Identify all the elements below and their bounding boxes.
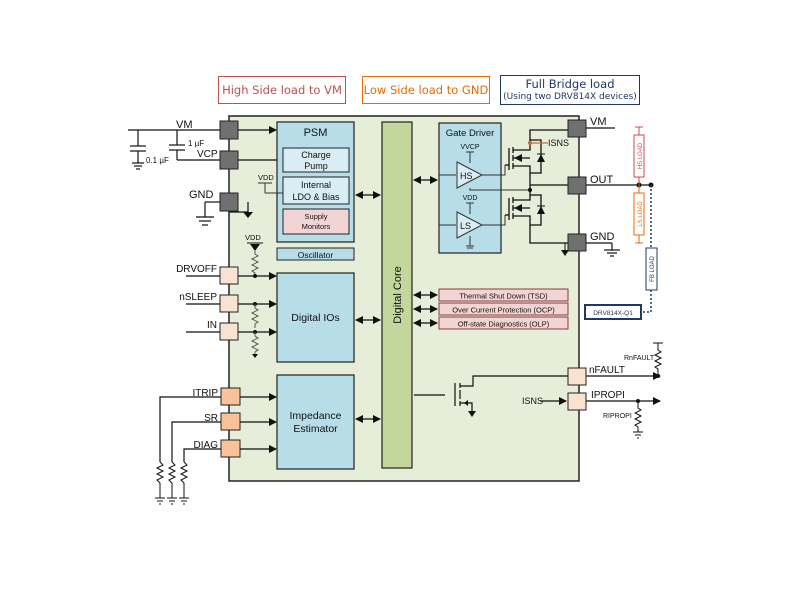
ldo-block xyxy=(282,176,350,205)
ldo-label-1: Internal xyxy=(301,180,331,190)
supply-network xyxy=(128,129,249,226)
label-vm-right: VM xyxy=(590,116,607,128)
vdd-label-2: VDD xyxy=(245,233,261,242)
supply-monitors-label-2: Monitors xyxy=(302,222,331,231)
oscillator-label: Oscillator xyxy=(298,250,334,260)
ls-driver-icon xyxy=(456,211,484,239)
isns-label-top: ISNS xyxy=(548,138,569,148)
label-gnd-right: GND xyxy=(590,231,615,243)
hs-driver-icon xyxy=(456,161,484,189)
pullup-resistor-drvoff xyxy=(250,251,260,276)
resistor-itrip xyxy=(155,461,165,498)
digital-ios-label: Digital IOs xyxy=(291,312,339,324)
pin-vm xyxy=(219,120,239,140)
fb-load: FB LOAD xyxy=(642,185,658,313)
vdd-gd-label: VDD xyxy=(463,195,478,202)
hs-load: HS LOAD xyxy=(633,126,645,185)
pulldown-resistor-nsleep xyxy=(250,304,260,328)
charge-pump-label-2: Pump xyxy=(304,161,328,171)
hs-load-label: HS LOAD xyxy=(638,142,644,169)
impedance-estimator-block xyxy=(276,374,355,470)
label-nfault: nFAULT xyxy=(589,365,625,376)
label-r-ipropi: RIPROPI xyxy=(603,413,632,420)
supply-monitors-label-1: Supply xyxy=(305,212,328,221)
oscillator-block xyxy=(276,247,355,261)
legend-high-side: High Side load to VM xyxy=(218,76,346,104)
label-cap-1uf: 1 µF xyxy=(188,139,204,148)
pin-label-itrip: ITRIP xyxy=(192,388,218,399)
supply-monitors-block xyxy=(282,208,350,235)
legend-high-side-label: High Side load to VM xyxy=(222,83,342,97)
ls-load-label: LS LOAD xyxy=(638,201,644,227)
vvcp-label: VVCP xyxy=(460,144,479,151)
fb-load-label: FB LOAD xyxy=(650,256,656,282)
pin-sr[interactable] xyxy=(220,412,241,431)
label-gnd: GND xyxy=(189,189,214,201)
label-isns-in: ISNS xyxy=(522,396,543,406)
r-nfault-resistor xyxy=(653,343,663,376)
impedance-label-1: Impedance xyxy=(290,410,342,422)
pin-drvoff[interactable] xyxy=(219,266,239,285)
label-out: OUT xyxy=(590,174,614,186)
olp-block xyxy=(438,316,569,330)
ldo-label-2: LDO & Bias xyxy=(292,192,340,202)
digital-core-label: Digital Core xyxy=(392,266,404,323)
hs-label: HS xyxy=(460,171,473,181)
charge-pump-block xyxy=(282,147,350,173)
pin-ipropi[interactable] xyxy=(567,392,587,411)
olp-label: Off-state Diagnostics (OLP) xyxy=(458,320,550,329)
digital-ios-block xyxy=(276,272,355,363)
label-vm: VM xyxy=(176,119,193,131)
vdd-label-1: VDD xyxy=(258,173,274,182)
label-cap-01uf: 0.1 µF xyxy=(146,156,169,165)
gate-driver-title: Gate Driver xyxy=(446,128,495,139)
legend-low-side: Low Side load to GND xyxy=(362,76,490,104)
resistor-diag xyxy=(179,461,189,498)
pin-itrip[interactable] xyxy=(220,387,241,406)
drv814x-box xyxy=(584,304,642,320)
label-r-nfault: RnFAULT xyxy=(624,355,655,362)
impedance-label-2: Estimator xyxy=(293,423,338,435)
ocp-label: Over Current Protection (OCP) xyxy=(452,306,555,315)
r-ipropi-resistor xyxy=(633,401,643,432)
pin-label-drvoff: DRVOFF xyxy=(176,264,217,275)
label-vcp: VCP xyxy=(197,149,218,160)
ground-arrow-icon xyxy=(243,212,253,218)
pin-label-diag: DIAG xyxy=(194,440,219,451)
pin-label-sr: SR xyxy=(204,413,218,424)
pin-diag[interactable] xyxy=(220,439,241,458)
pulldown-resistor-in xyxy=(250,332,260,354)
ls-mosfet-icon xyxy=(505,184,568,244)
pin-label-nsleep: nSLEEP xyxy=(179,292,217,303)
charge-pump-label-1: Charge xyxy=(301,150,331,160)
pin-vm-right xyxy=(567,119,587,138)
pin-label-in: IN xyxy=(207,320,217,331)
pin-gnd xyxy=(219,192,239,212)
label-ipropi: IPROPI xyxy=(591,390,625,401)
ls-label: LS xyxy=(460,221,471,231)
legend-full-bridge: Full Bridge load (Using two DRV814X devi… xyxy=(500,75,640,105)
tsd-label: Thermal Shut Down (TSD) xyxy=(459,292,548,301)
resistor-sr xyxy=(167,461,177,498)
nmos-ground-icon xyxy=(468,411,476,417)
tsd-block xyxy=(438,288,569,302)
ls-load: LS LOAD xyxy=(633,185,645,244)
legend-full-bridge-sublabel: (Using two DRV814X devices) xyxy=(503,92,637,102)
pin-nsleep[interactable] xyxy=(219,294,239,313)
psm-title: PSM xyxy=(304,127,328,139)
pin-in[interactable] xyxy=(219,322,239,341)
legend-full-bridge-label: Full Bridge load xyxy=(525,77,615,91)
pin-vcp xyxy=(219,150,239,170)
digital-core-block xyxy=(381,121,413,469)
pin-nfault[interactable] xyxy=(567,367,587,386)
legend-low-side-label: Low Side load to GND xyxy=(363,83,489,97)
pin-gnd-right xyxy=(567,233,587,252)
pin-out xyxy=(567,176,587,195)
drv814x-label: DRV814X-Q1 xyxy=(593,310,633,317)
ocp-block xyxy=(438,302,569,316)
vdd-diode-icon xyxy=(250,244,260,251)
